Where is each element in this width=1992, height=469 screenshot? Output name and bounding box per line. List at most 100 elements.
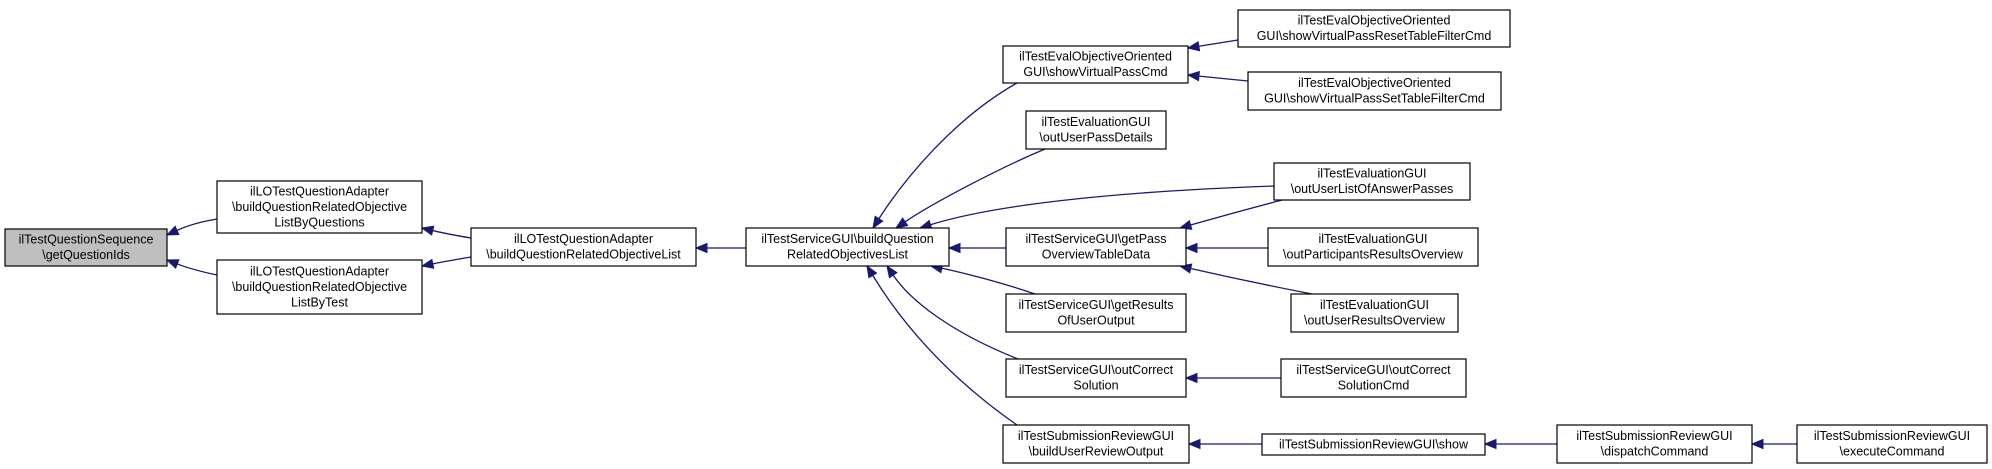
node-eval_obj_set[interactable]: ilTestEvalObjectiveOrientedGUI\showVirtu…	[1247, 71, 1502, 111]
call-edge-eval_obj_reset-to-eval_obj_pass	[1186, 39, 1239, 52]
arrowhead-icon	[1483, 438, 1497, 450]
arrowhead-icon	[165, 225, 180, 236]
node-box[interactable]	[216, 180, 423, 234]
nodes-layer: ilTestQuestionSequence\getQuestionIds ilL…	[4, 9, 1988, 464]
node-box[interactable]	[1005, 227, 1187, 267]
edge-line	[1190, 267, 1313, 295]
node-label-line: ilTestEvaluationGUI	[1041, 115, 1150, 129]
node-eval_obj_reset[interactable]: ilTestEvalObjectiveOrientedGUI\showVirtu…	[1237, 9, 1511, 48]
node-label-line: ilLOTestQuestionAdapter	[514, 232, 653, 246]
node-label-line: ilTestSubmissionReviewGUI	[1814, 429, 1970, 443]
node-box[interactable]	[1280, 358, 1467, 398]
edge-line	[1198, 39, 1239, 47]
node-label-line: ilLOTestQuestionAdapter	[250, 264, 389, 278]
node-box[interactable]	[1290, 293, 1459, 333]
edge-line	[941, 267, 1036, 295]
node-label-line: \outUserResultsOverview	[1304, 314, 1446, 328]
node-eval_user_results[interactable]: ilTestEvaluationGUI \outUserResultsOvervi…	[1290, 293, 1459, 333]
node-label-line: ilTestEvaluationGUI	[1317, 167, 1426, 181]
node-lo_by_test[interactable]: ilLOTestQuestionAdapter \buildQuestionRel…	[216, 259, 423, 315]
node-lo_list[interactable]: ilLOTestQuestionAdapter \buildQuestionRel…	[470, 227, 697, 267]
call-edge-review_execute-to-review_dispatch	[1750, 438, 1797, 450]
edge-line	[177, 263, 218, 276]
node-label-line: \dispatchCommand	[1601, 445, 1709, 459]
arrowhead-icon	[694, 242, 708, 254]
node-lo_by_questions[interactable]: ilLOTestQuestionAdapter\buildQuestionRel…	[216, 180, 423, 234]
arrowhead-icon	[1750, 438, 1764, 450]
node-label-line: OfUserOutput	[1057, 314, 1135, 328]
node-box[interactable]	[1002, 424, 1190, 464]
node-label-line: ilTestSubmissionReviewGUI	[1018, 429, 1174, 443]
node-label-line: \buildQuestionRelatedObjectiveList	[486, 248, 681, 262]
call-edge-review_build-to-service_build	[866, 264, 1018, 426]
edge-line	[904, 148, 1046, 223]
node-box[interactable]	[1247, 71, 1502, 111]
node-root[interactable]: ilTestQuestionSequence\getQuestionIds	[4, 228, 168, 267]
edge-line	[1198, 75, 1249, 82]
node-box[interactable]	[1005, 358, 1187, 398]
call-edge-eval_answer_passes-to-service_pass_overview	[1178, 199, 1283, 230]
node-label-line: ilTestEvaluationGUI	[1320, 298, 1429, 312]
node-eval_pass_details[interactable]: ilTestEvaluationGUI\outUserPassDetails	[1025, 110, 1167, 150]
node-label-line: ilTestSubmissionReviewGUI	[1576, 429, 1732, 443]
node-box[interactable]	[1267, 227, 1479, 267]
node-review_show[interactable]: ilTestSubmissionReviewGUI\show	[1261, 433, 1486, 456]
call-edge-service_correct-to-service_build	[886, 264, 1019, 360]
node-review_dispatch[interactable]: ilTestSubmissionReviewGUI \dispatchComman…	[1556, 424, 1753, 464]
node-label-line: OverviewTableData	[1042, 248, 1150, 262]
node-label-line: \buildQuestionRelatedObjective	[232, 280, 407, 294]
node-label-line: ilTestEvaluationGUI	[1318, 232, 1427, 246]
call-edge-lo_by_questions-to-root	[165, 218, 218, 236]
arrowhead-icon	[866, 264, 878, 279]
node-label-line: \outParticipantsResultsOverview	[1283, 248, 1464, 262]
node-box[interactable]	[1005, 293, 1187, 333]
node-label-line: ListByTest	[291, 295, 348, 309]
node-eval_participants[interactable]: ilTestEvaluationGUI \outParticipantsResul…	[1267, 227, 1479, 267]
node-box[interactable]	[1261, 433, 1486, 456]
node-review_execute[interactable]: ilTestSubmissionReviewGUI\executeCommand	[1796, 424, 1988, 464]
call-edge-review_dispatch-to-review_show	[1483, 438, 1557, 450]
arrowhead-icon	[1187, 438, 1201, 450]
edge-line	[176, 218, 218, 231]
node-label-line: ilTestSubmissionReviewGUI\show	[1279, 437, 1469, 451]
node-service_build[interactable]: ilTestServiceGUI\buildQuestionRelatedObj…	[745, 227, 950, 267]
node-box[interactable]	[1237, 9, 1511, 48]
node-label-line: \buildUserReviewOutput	[1029, 445, 1164, 459]
arrowhead-icon	[872, 215, 884, 230]
call-edge-service_correct_cmd-to-service_correct	[1184, 372, 1282, 384]
node-label-line: ilTestServiceGUI\getPass	[1025, 232, 1166, 246]
node-box[interactable]	[1002, 45, 1189, 84]
arrowhead-icon	[894, 217, 909, 229]
node-box[interactable]	[4, 228, 168, 267]
node-box[interactable]	[470, 227, 697, 267]
node-label-line: GUI\showVirtualPassCmd	[1023, 65, 1167, 79]
node-box[interactable]	[1025, 110, 1167, 150]
call-edge-eval_obj_pass-to-service_build	[872, 82, 1018, 230]
node-box[interactable]	[1556, 424, 1753, 464]
node-service_pass_overview[interactable]: ilTestServiceGUI\getPassOverviewTableDat…	[1005, 227, 1187, 267]
node-box[interactable]	[1796, 424, 1988, 464]
edge-line	[432, 229, 472, 239]
node-label-line: \getQuestionIds	[42, 248, 130, 262]
node-label-line: ilTestServiceGUI\buildQuestion	[761, 232, 933, 246]
arrowhead-icon	[420, 258, 435, 269]
node-box[interactable]	[745, 227, 950, 267]
node-label-line: ilTestEvalObjectiveOriented	[1019, 50, 1172, 64]
node-label-line: SolutionCmd	[1338, 379, 1410, 393]
call-edge-eval_user_results-to-service_pass_overview	[1178, 263, 1313, 295]
call-edge-eval_participants-to-service_pass_overview	[1184, 242, 1268, 254]
node-label-line: \outUserListOfAnswerPasses	[1291, 182, 1454, 196]
node-review_build[interactable]: ilTestSubmissionReviewGUI \buildUserRevie…	[1002, 424, 1190, 464]
node-eval_obj_pass[interactable]: ilTestEvalObjectiveOrientedGUI\showVirtu…	[1002, 45, 1189, 84]
call-edge-lo_by_test-to-root	[165, 259, 218, 276]
node-eval_answer_passes[interactable]: ilTestEvaluationGUI\outUserListOfAnswerP…	[1273, 162, 1471, 201]
arrowhead-icon	[1186, 41, 1201, 52]
arrowhead-icon	[420, 225, 435, 236]
call-edge-lo_list-to-lo_by_test	[420, 256, 472, 269]
node-box[interactable]	[1273, 162, 1471, 201]
node-box[interactable]	[216, 259, 423, 315]
